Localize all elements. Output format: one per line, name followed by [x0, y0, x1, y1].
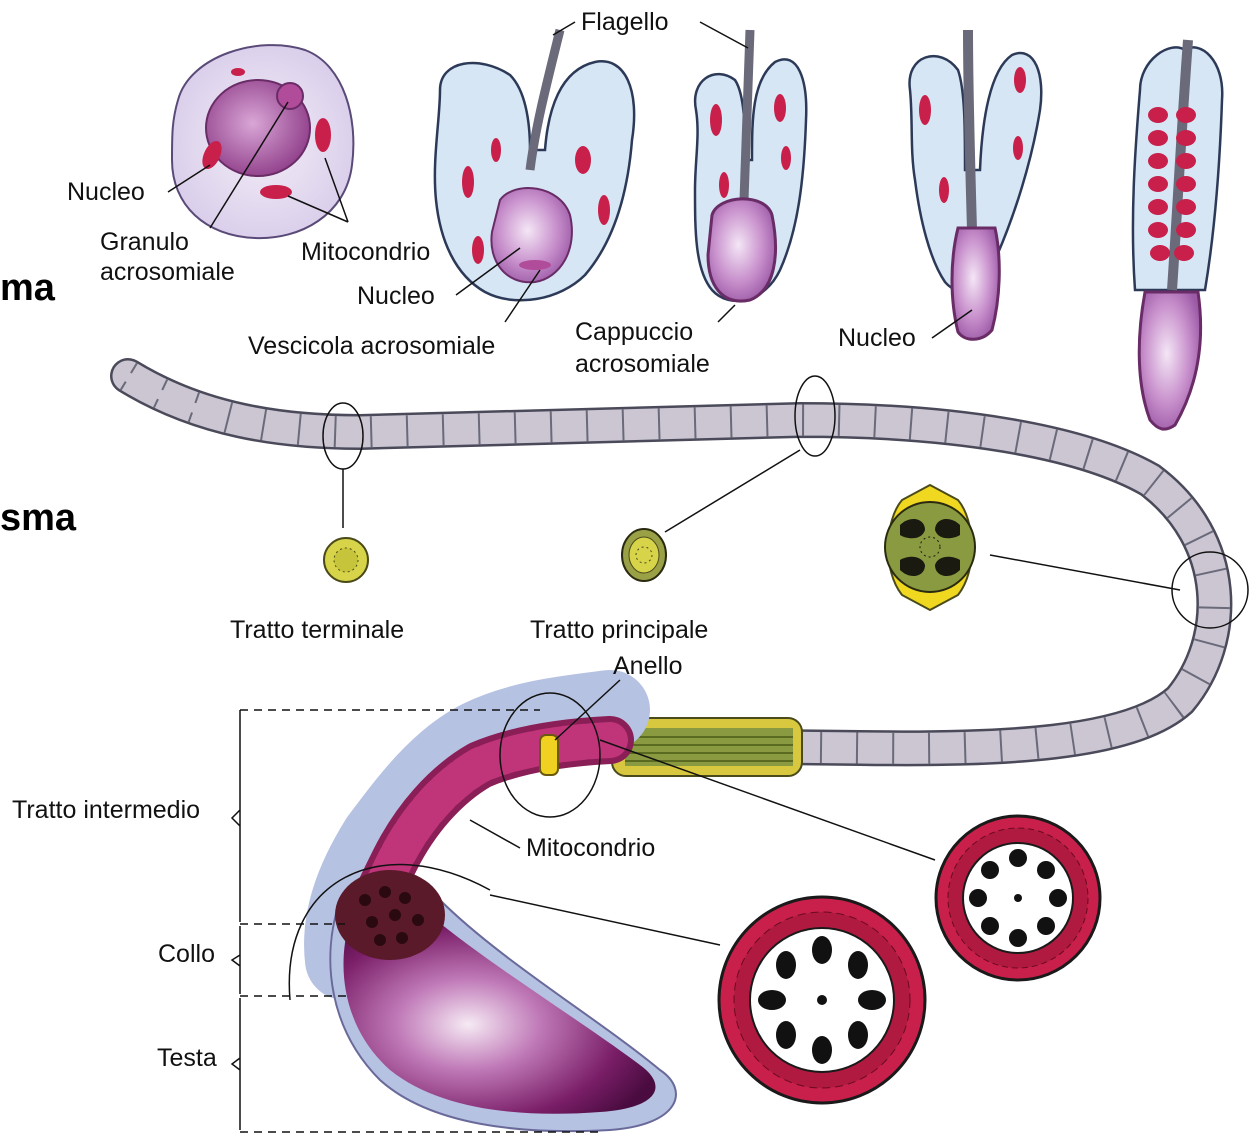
- spermatid-stage-5: [1133, 40, 1222, 429]
- label-nucleo-cell: Nucleo: [67, 178, 145, 206]
- label-nucleo-stage4: Nucleo: [838, 324, 916, 352]
- label-testa: Testa: [157, 1044, 217, 1072]
- side-text-fragment-2: sma: [0, 498, 76, 538]
- label-mitocondrio-bottom: Mitocondrio: [526, 834, 655, 862]
- label-cappuccio-line1: Cappuccio: [575, 318, 693, 346]
- spermatid-stage-4: [910, 30, 1042, 339]
- label-collo: Collo: [158, 940, 215, 968]
- label-granulo-line2: acrosomiale: [100, 258, 235, 286]
- section-principal: [622, 529, 666, 581]
- label-anello: Anello: [613, 652, 683, 680]
- section-midpiece-large: [719, 897, 925, 1103]
- label-tratto-principale: Tratto principale: [530, 616, 708, 644]
- label-mitocondrio-top: Mitocondrio: [301, 238, 430, 266]
- label-cappuccio-line2: acrosomiale: [575, 350, 710, 378]
- label-flagello: Flagello: [581, 8, 669, 36]
- spermatid-stage-3: [695, 30, 806, 301]
- side-text-fragment-1: ma: [0, 268, 55, 308]
- label-tratto-terminale: Tratto terminale: [230, 616, 404, 644]
- section-principal-large: [885, 485, 975, 610]
- spermatid-stage-2: [435, 30, 634, 300]
- section-terminal: [324, 538, 368, 582]
- label-vescicola-acrosomiale: Vescicola acrosomiale: [248, 332, 495, 360]
- flagellum: [120, 372, 1214, 748]
- label-tratto-intermedio: Tratto intermedio: [12, 796, 200, 824]
- label-granulo-line1: Granulo: [100, 228, 189, 256]
- sperm-head: [330, 870, 676, 1131]
- label-nucleo-stage2: Nucleo: [357, 282, 435, 310]
- section-midpiece-small: [936, 816, 1100, 980]
